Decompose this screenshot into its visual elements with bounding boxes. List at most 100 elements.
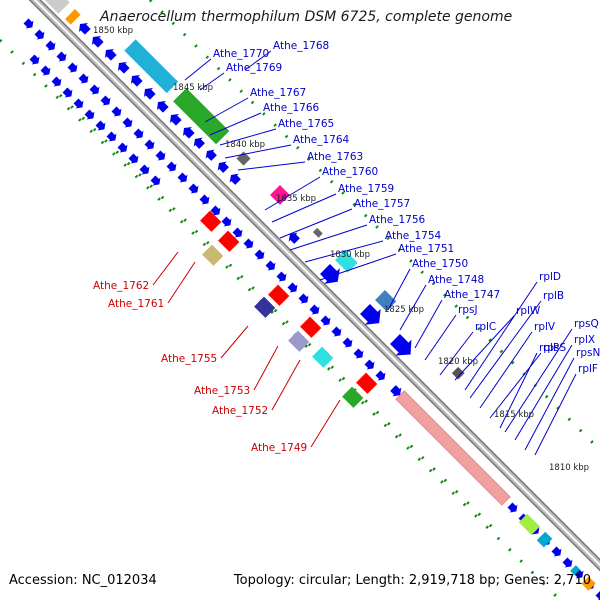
ruler-label-4: 1830 kbp — [330, 250, 370, 260]
lower-gene-18 — [221, 216, 232, 227]
accession-text: Accession: NC_012034 — [9, 573, 157, 588]
gene-red-2 — [218, 230, 240, 252]
leader-top-18 — [439, 331, 474, 376]
gene-red-5 — [356, 372, 378, 394]
label-bottom-3: Athe_1753 — [194, 385, 250, 397]
leader-top-21 — [469, 300, 542, 399]
leader-top-25 — [504, 328, 573, 433]
gene-small-cyan — [570, 565, 581, 576]
leader-top-3 — [204, 97, 249, 123]
gene-orange-top — [65, 9, 81, 25]
lower2-gene-55 — [139, 164, 150, 175]
lower-gene-32 — [375, 370, 386, 381]
gene-navy — [254, 296, 276, 318]
lower-gene-24 — [287, 282, 298, 293]
leader-top-4 — [209, 112, 262, 136]
upper-gene-d — [390, 334, 412, 356]
upper-gene-c — [360, 304, 381, 325]
gene-blue-block — [124, 39, 179, 94]
lower-gene-15 — [188, 183, 199, 194]
label-top-28: rplF — [578, 363, 598, 375]
label-top-7: Athe_1763 — [307, 151, 363, 163]
leader-top-22 — [479, 331, 533, 409]
label-top-4: Athe_1766 — [263, 102, 320, 114]
lower2-gene-54 — [128, 153, 139, 164]
leader-top-23 — [489, 352, 542, 419]
label-top-24: rplP — [539, 342, 559, 354]
label-bottom-0: Athe_1762 — [93, 280, 149, 292]
leader-top-12 — [304, 240, 384, 263]
upper-gene-61 — [130, 74, 143, 87]
gene-teal-block — [536, 531, 553, 548]
upper-gene-67 — [205, 149, 217, 161]
upper-gene-66 — [193, 137, 205, 149]
label-top-20: rplD — [539, 271, 561, 283]
leader-top-17 — [424, 314, 457, 361]
ruler-label-6: 1820 kbp — [438, 357, 478, 367]
gene-khaki — [202, 244, 224, 266]
lower-gene-29 — [342, 337, 353, 348]
label-top-16: Athe_1747 — [444, 289, 500, 301]
label-top-15: Athe_1748 — [428, 274, 484, 286]
gene-red-4 — [300, 316, 322, 338]
gene-cyan-block — [335, 250, 358, 273]
label-top-10: Athe_1757 — [354, 198, 410, 210]
lower-gene-12 — [155, 150, 166, 161]
ruler-label-5: 1825 kbp — [384, 305, 424, 315]
upper-gene-64 — [169, 113, 182, 126]
leader-top-16 — [414, 299, 443, 349]
lower-gene-19 — [232, 227, 243, 238]
label-top-3: Athe_1767 — [250, 87, 306, 99]
lower2-gene-50 — [84, 109, 95, 120]
genome-backbone — [28, 0, 600, 572]
upper-gene-62 — [143, 87, 156, 100]
topology-text: Topology: circular; Length: 2,919,718 bp… — [233, 573, 591, 588]
gene-lavender — [288, 330, 310, 352]
lower2-gene-56 — [150, 175, 161, 186]
lower-gene-7 — [100, 95, 111, 106]
ribosomal-operon-block — [395, 390, 511, 506]
leader-top-15 — [399, 284, 427, 331]
lower-gene-9 — [122, 117, 133, 128]
lower-gene-2 — [45, 40, 56, 51]
upper-gene-60 — [117, 61, 130, 74]
leader-bottom-3 — [253, 345, 279, 391]
label-top-5: Athe_1765 — [278, 118, 334, 130]
lower-gene-28 — [331, 326, 342, 337]
lower2-gene-49 — [73, 98, 84, 109]
feature-labels: Athe_1770Athe_1768Athe_1769Athe_1767Athe… — [93, 40, 600, 454]
lower2-gene-52 — [106, 131, 117, 142]
upper-gene-a — [288, 232, 300, 244]
lower-gene-14 — [177, 172, 188, 183]
label-top-21: rplB — [543, 290, 564, 302]
lower-gene-11 — [144, 139, 155, 150]
leader-bottom-0 — [152, 251, 179, 286]
lower-gene-4 — [67, 62, 78, 73]
lower2-gene-47 — [51, 76, 62, 87]
leader-top-0 — [184, 58, 212, 81]
upper-gene-63 — [156, 100, 169, 113]
lower-gene-20 — [243, 238, 254, 249]
lower-gene-31 — [364, 359, 375, 370]
lower-gene-16 — [199, 194, 210, 205]
leader-bottom-2 — [220, 325, 249, 359]
label-top-27: rpsN — [576, 347, 600, 359]
lower2-gene-53 — [117, 142, 128, 153]
lower-gene-21 — [254, 249, 265, 260]
label-top-19: rplW — [516, 305, 541, 317]
gene-grey-small — [312, 227, 323, 238]
ruler-label-0: 1850 kbp — [93, 26, 133, 36]
upper-gene-59 — [104, 48, 117, 61]
label-bottom-1: Athe_1761 — [108, 298, 164, 310]
leader-top-7 — [237, 161, 306, 171]
gene-green-2 — [342, 386, 364, 408]
gene-cyan-2 — [312, 346, 334, 368]
leader-top-14 — [387, 268, 411, 311]
label-top-26: rplX — [574, 334, 595, 346]
upper-gene-57 — [78, 22, 91, 35]
label-bottom-2: Athe_1755 — [161, 353, 217, 365]
lower2-gene-45 — [29, 54, 40, 65]
label-top-13: Athe_1751 — [398, 243, 454, 255]
